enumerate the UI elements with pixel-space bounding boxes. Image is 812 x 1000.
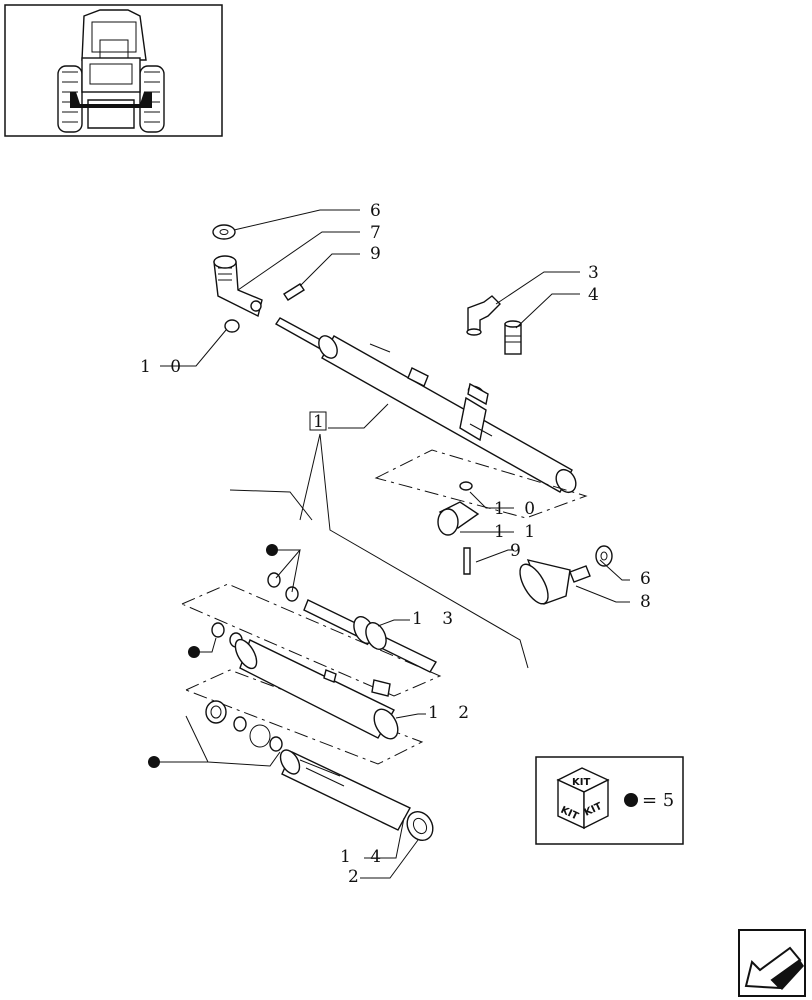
power-steering-cylinder — [274, 317, 577, 494]
piston-rod-13 — [303, 599, 437, 673]
bolt-9-upper — [283, 283, 305, 301]
previous-page-arrow-icon — [744, 946, 804, 990]
kit-marker-dot — [266, 544, 278, 556]
straight-fitting-4 — [504, 320, 522, 355]
leader-lines-lower — [160, 549, 426, 879]
callout-9-lower: 9 — [510, 541, 528, 561]
tie-rod-end-upper — [213, 255, 263, 318]
callout-labels: 6 7 9 3 4 1 0 1 1 0 1 1 9 6 8 1 3 1 2 1 … — [140, 201, 658, 887]
callout-10: 1 0 — [140, 357, 188, 377]
seal-ring — [233, 716, 247, 732]
elbow-fitting-3 — [466, 295, 501, 336]
callout-8: 8 — [640, 592, 658, 612]
kit-box-icon: KIT KIT KIT — [556, 767, 610, 830]
subassembly-dashed-outline — [374, 449, 588, 519]
kit-legend: KIT KIT KIT = 5 — [535, 756, 684, 845]
callout-12: 1 2 — [428, 703, 476, 723]
assembly-reference-lines — [229, 433, 529, 669]
leader-lines-upper — [160, 209, 630, 603]
gland-seal — [205, 700, 227, 724]
seal-ring — [269, 736, 283, 752]
callout-4: 4 — [588, 285, 606, 305]
callout-11: 1 1 — [494, 522, 542, 542]
seal-ring — [211, 622, 225, 638]
lower-assembly — [180, 572, 442, 842]
assembly-1-box — [309, 411, 327, 431]
o-ring — [249, 724, 271, 748]
kit-marker-dot — [148, 756, 160, 768]
callout-6: 6 — [370, 201, 388, 221]
washer-6-lower — [595, 545, 613, 567]
kit-label-top: KIT — [572, 777, 590, 788]
kit-marker-dot — [624, 793, 638, 807]
callout-13: 1 3 — [412, 609, 460, 629]
seal-ring — [285, 586, 299, 602]
callout-1: 1 — [313, 412, 324, 432]
callout-7: 7 — [370, 223, 388, 243]
upper-assembly — [212, 224, 613, 605]
callout-9: 9 — [370, 244, 388, 264]
callout-10-lower: 1 0 — [494, 499, 542, 519]
clamp-11 — [437, 481, 480, 536]
kit-equals-label: = 5 — [642, 790, 674, 811]
callout-6-lower: 6 — [640, 569, 658, 589]
tractor-thumbnail — [4, 4, 223, 137]
kit-dashed-outline-1 — [180, 583, 442, 697]
nut-10-upper — [224, 319, 240, 333]
previous-page-button[interactable] — [738, 929, 806, 997]
kit-dashed-outline-2 — [184, 669, 424, 765]
washer-6-upper — [212, 224, 236, 240]
kit-marker-dot — [188, 646, 200, 658]
tractor-front-view-icon — [57, 9, 165, 133]
cylinder-barrel-12 — [234, 638, 399, 740]
callout-2: 2 — [348, 867, 366, 887]
bolt-9-lower — [463, 547, 471, 575]
nut-2 — [406, 810, 434, 842]
tie-rod-end-8 — [519, 559, 591, 605]
callout-14: 1 4 — [340, 847, 388, 867]
callout-3: 3 — [588, 263, 606, 283]
rod-14 — [279, 749, 411, 831]
